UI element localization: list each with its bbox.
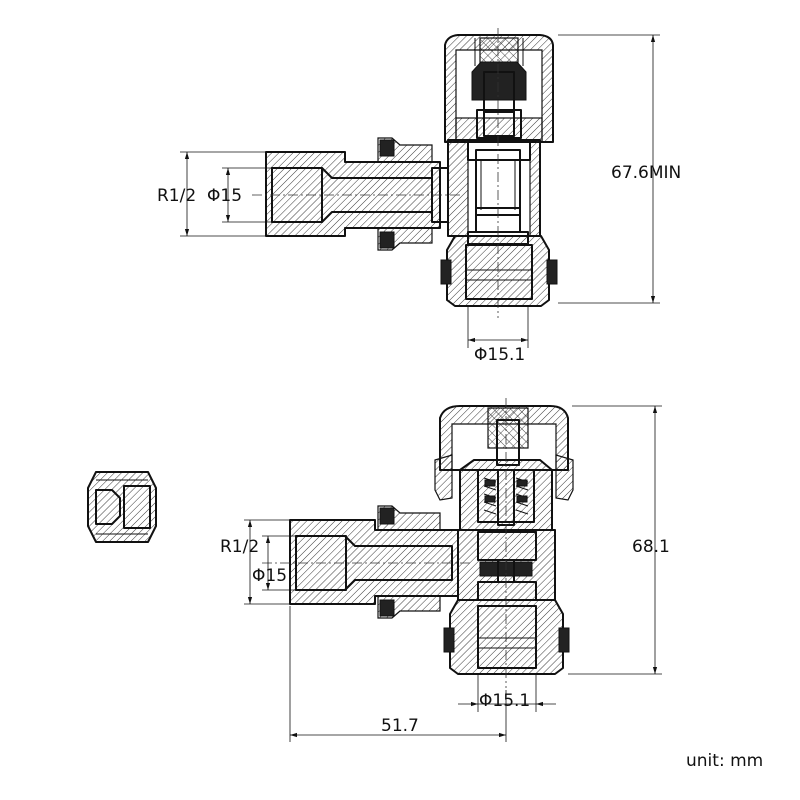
bottom-height-label: 68.1 — [632, 537, 670, 557]
bottom-valve-view: R1/2 Φ15 68.1 Φ15.1 51.7 — [87, 398, 670, 742]
top-side-inlet — [265, 137, 449, 251]
top-pipe-dimension: Φ15 — [207, 167, 272, 223]
top-height-label: 67.6MIN — [611, 163, 681, 183]
loose-adaptor-fitting — [87, 471, 157, 543]
top-outlet-dimension: Φ15.1 — [467, 306, 529, 365]
top-valve-view: R1/2 Φ15 67.6MIN Φ15.1 — [157, 28, 681, 365]
bottom-pipe-dimension: Φ15 — [252, 535, 296, 591]
top-outlet-label: Φ15.1 — [474, 345, 525, 365]
top-handle-cap — [444, 34, 554, 143]
bottom-length-label: 51.7 — [381, 716, 419, 736]
top-valve-body — [447, 139, 541, 245]
top-height-dimension: 67.6MIN — [558, 34, 681, 304]
bottom-length-dimension: 51.7 — [289, 606, 507, 742]
top-bottom-nut — [440, 235, 558, 307]
bottom-bottom-nut — [443, 599, 570, 675]
unit-label: unit: mm — [686, 751, 763, 771]
top-thread-dimension: R1/2 — [157, 151, 266, 237]
bottom-outlet-label: Φ15.1 — [479, 691, 530, 711]
bottom-pipe-label: Φ15 — [252, 566, 287, 586]
top-thread-label: R1/2 — [157, 186, 196, 206]
bottom-height-dimension: 68.1 — [568, 405, 670, 675]
top-pipe-label: Φ15 — [207, 186, 242, 206]
bottom-handle-cap — [434, 405, 574, 501]
bottom-side-inlet — [289, 505, 459, 619]
bottom-thread-dimension: R1/2 — [220, 519, 290, 605]
bottom-outlet-dimension: Φ15.1 — [458, 674, 556, 712]
bottom-thread-label: R1/2 — [220, 537, 259, 557]
bottom-valve-body — [457, 529, 556, 601]
